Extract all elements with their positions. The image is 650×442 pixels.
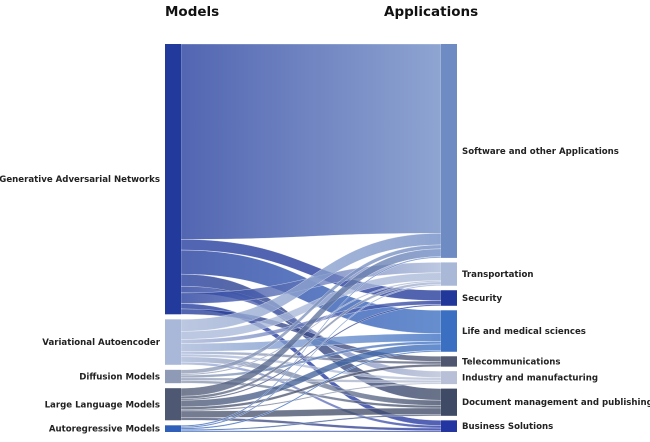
models-column-header: Models xyxy=(165,4,220,20)
target-node xyxy=(441,356,457,367)
flow-link xyxy=(180,414,442,431)
target-node-label: Life and medical sciences xyxy=(462,327,586,337)
source-node-label: Autoregressive Models xyxy=(49,425,160,435)
source-node xyxy=(165,319,181,365)
target-node-label: Security xyxy=(462,294,503,304)
target-node-label: Industry and manufacturing xyxy=(462,374,598,384)
target-node-label: Document management and publishing xyxy=(462,398,650,408)
source-node-label: Generative Adversarial Networks xyxy=(0,175,160,185)
flow-link xyxy=(180,304,442,401)
flow-links xyxy=(180,43,442,433)
flow-link xyxy=(180,43,442,240)
target-node xyxy=(441,420,457,432)
target-node xyxy=(441,310,457,352)
source-node xyxy=(165,388,181,421)
target-node xyxy=(441,262,457,286)
source-node-label: Diffusion Models xyxy=(79,373,160,383)
target-node-label: Transportation xyxy=(462,270,533,280)
target-node-label: Telecommunications xyxy=(462,357,561,367)
applications-column-header: Applications xyxy=(384,4,479,20)
target-node-label: Software and other Applications xyxy=(462,147,619,157)
target-node xyxy=(441,290,457,306)
source-node xyxy=(165,44,181,315)
target-node-label: Business Solutions xyxy=(462,422,553,432)
target-node xyxy=(441,44,457,258)
source-node-label: Variational Autoencoder xyxy=(42,338,160,348)
flow-link xyxy=(180,284,442,429)
flow-link xyxy=(180,430,442,433)
flow-link xyxy=(180,350,442,430)
source-node-label: Large Language Models xyxy=(45,400,160,410)
node-labels: Generative Adversarial NetworksVariation… xyxy=(0,147,650,435)
target-node xyxy=(441,388,457,416)
nodes xyxy=(165,44,457,432)
source-node xyxy=(165,369,181,384)
target-node xyxy=(441,371,457,385)
source-node xyxy=(165,425,181,432)
